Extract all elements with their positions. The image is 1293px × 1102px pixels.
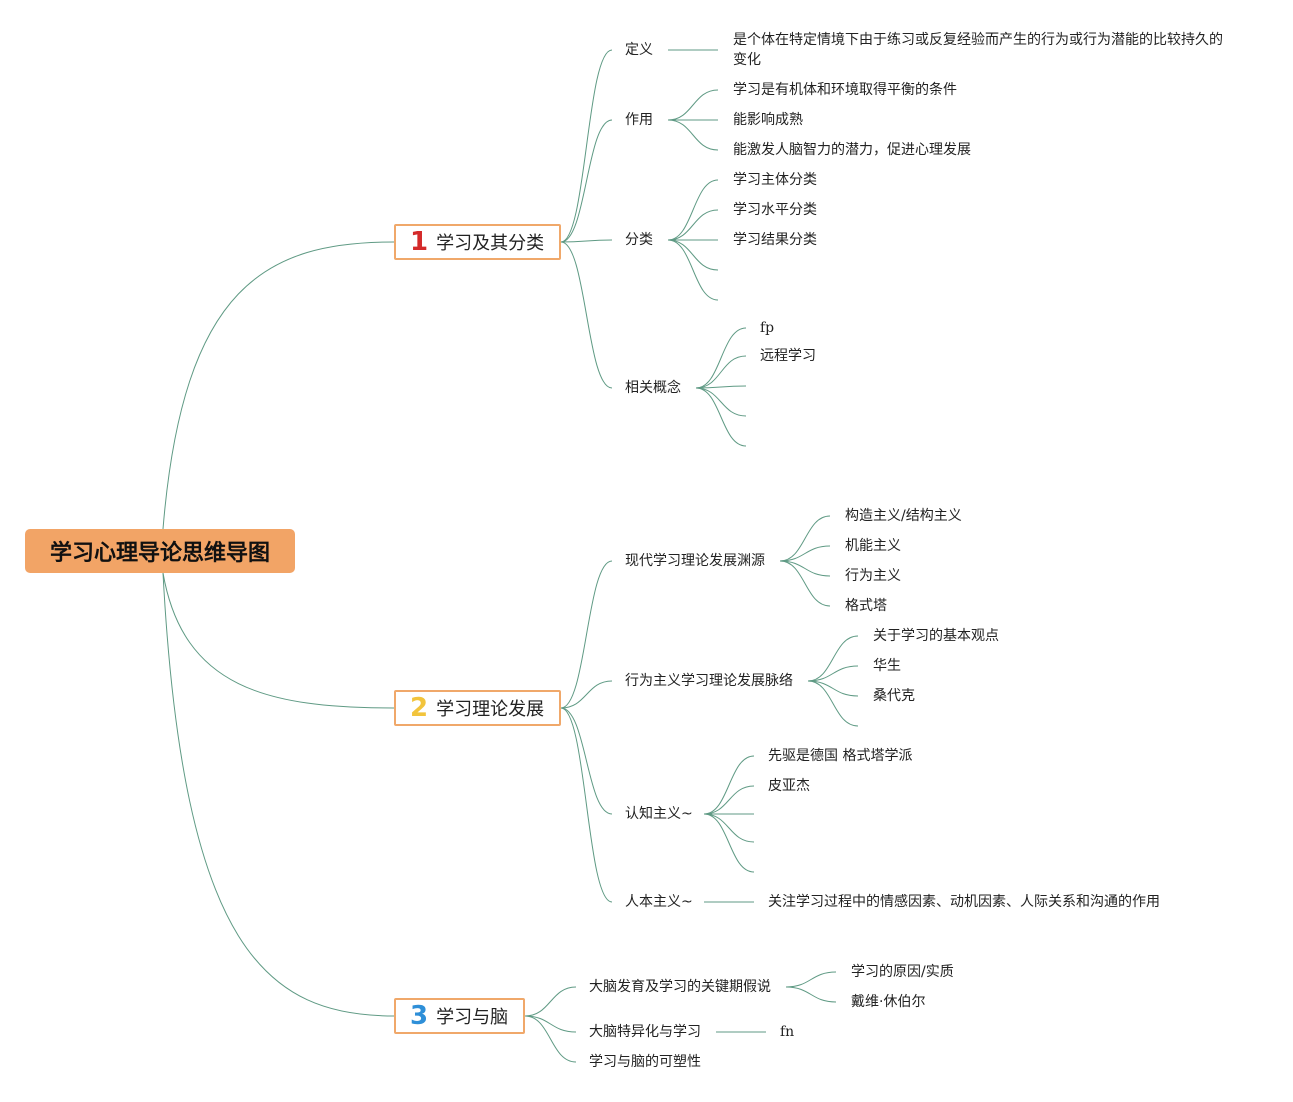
subtopic-critical-period[interactable]: 大脑发育及学习的关键期假说 (589, 979, 771, 995)
edge-origins-leaf0 (779, 515, 831, 562)
edge-related-leaf0 (695, 327, 747, 389)
edge-cog-leaf0 (703, 755, 755, 815)
edge-critical-leaf1 (785, 986, 837, 1003)
edge-related-leaf1 (695, 355, 747, 389)
subtopic-classification[interactable]: 分类 (625, 232, 653, 248)
edge-origins-leaf3 (779, 560, 831, 607)
edge-class-leaf1 (667, 209, 719, 241)
edge-origins-leaf2 (779, 560, 831, 577)
leaf-classification-2[interactable]: 学习水平分类 (733, 202, 817, 218)
edge-topic1-sub1 (560, 119, 613, 243)
leaf-specialization-1[interactable]: fn (780, 1024, 795, 1040)
edge-topic3-sub1 (524, 1015, 577, 1033)
topic-2[interactable]: 2 学习理论发展 (394, 690, 561, 726)
edge-related-leaf3 (695, 387, 747, 417)
topic-2-label: 学习理论发展 (436, 699, 545, 720)
subtopic-definition[interactable]: 定义 (625, 42, 653, 58)
edge-class-leaf3 (667, 239, 719, 271)
root-node[interactable]: 学习心理导论思维导图 (25, 529, 295, 573)
edge-class-leaf4 (667, 239, 719, 301)
edge-topic2-sub3 (560, 707, 613, 903)
topic-1[interactable]: 1 学习及其分类 (394, 224, 561, 260)
leaf-related-2[interactable]: 远程学习 (760, 348, 816, 364)
number-3-icon: 3 (410, 1001, 429, 1031)
edge-related-leaf2 (695, 385, 747, 389)
leaf-humanism-1[interactable]: 关注学习过程中的情感因素、动机因素、人际关系和沟通的作用 (768, 894, 1160, 910)
edge-origins-leaf1 (779, 545, 831, 562)
leaf-critical-2[interactable]: 戴维·休伯尔 (851, 994, 926, 1010)
number-1-icon: 1 (410, 227, 429, 257)
edge-root-topic-1 (162, 241, 395, 530)
edge-root-topic-2 (162, 572, 395, 709)
leaf-function-3[interactable]: 能激发人脑智力的潜力，促进心理发展 (733, 142, 971, 158)
edge-topic2-sub2 (560, 707, 613, 815)
edge-topic3-sub2 (524, 1015, 577, 1063)
subtopic-specialization[interactable]: 大脑特异化与学习 (589, 1024, 701, 1040)
topic-3-label: 学习与脑 (436, 1007, 509, 1028)
edge-cog-leaf3 (703, 813, 755, 843)
edge-critical-leaf0 (785, 971, 837, 988)
topic-3[interactable]: 3 学习与脑 (394, 998, 525, 1034)
subtopic-related-concepts[interactable]: 相关概念 (625, 380, 681, 396)
leaf-cognitivism-2[interactable]: 皮亚杰 (768, 778, 810, 794)
edge-behav-leaf0 (807, 635, 859, 682)
edge-class-leaf0 (667, 179, 719, 241)
leaf-critical-1[interactable]: 学习的原因/实质 (851, 964, 954, 980)
leaf-classification-3[interactable]: 学习结果分类 (733, 232, 817, 248)
leaf-classification-1[interactable]: 学习主体分类 (733, 172, 817, 188)
edge-topic1-sub2 (560, 239, 613, 243)
leaf-origins-2[interactable]: 机能主义 (845, 538, 901, 554)
edge-function-leaf2 (667, 119, 719, 151)
edge-root-topic-3 (162, 572, 395, 1017)
edge-related-leaf4 (695, 387, 747, 447)
subtopic-humanism[interactable]: 人本主义~ (625, 894, 693, 910)
subtopic-cognitivism[interactable]: 认知主义~ (625, 806, 693, 822)
leaf-definition[interactable]: 是个体在特定情境下由于练习或反复经验而产生的行为或行为潜能的比较持久的变化 (733, 32, 1223, 68)
leaf-function-2[interactable]: 能影响成熟 (733, 112, 803, 128)
edge-behav-leaf1 (807, 665, 859, 682)
edge-topic1-sub3 (560, 241, 613, 389)
edge-topic1-sub0 (560, 49, 613, 243)
leaf-related-1[interactable]: fp (760, 320, 775, 336)
topic-1-label: 学习及其分类 (436, 233, 545, 254)
subtopic-behaviorism[interactable]: 行为主义学习理论发展脉络 (625, 673, 793, 689)
edge-topic2-sub1 (560, 680, 613, 709)
leaf-cognitivism-1[interactable]: 先驱是德国 格式塔学派 (768, 748, 913, 764)
leaf-origins-1[interactable]: 构造主义/结构主义 (845, 508, 962, 524)
edge-cog-leaf1 (703, 785, 755, 815)
subtopic-modern-origins[interactable]: 现代学习理论发展渊源 (625, 553, 765, 569)
leaf-behaviorism-2[interactable]: 华生 (873, 658, 901, 674)
edge-behav-leaf2 (807, 680, 859, 697)
leaf-origins-4[interactable]: 格式塔 (845, 598, 887, 614)
edge-behav-leaf3 (807, 680, 859, 727)
leaf-behaviorism-3[interactable]: 桑代克 (873, 688, 915, 704)
number-2-icon: 2 (410, 693, 429, 723)
edge-topic2-sub0 (560, 560, 613, 709)
subtopic-plasticity[interactable]: 学习与脑的可塑性 (589, 1054, 701, 1070)
leaf-behaviorism-1[interactable]: 关于学习的基本观点 (873, 628, 999, 644)
edge-topic3-sub0 (524, 986, 577, 1017)
leaf-origins-3[interactable]: 行为主义 (845, 568, 901, 584)
subtopic-function[interactable]: 作用 (625, 112, 653, 128)
edge-cog-leaf4 (703, 813, 755, 873)
leaf-function-1[interactable]: 学习是有机体和环境取得平衡的条件 (733, 82, 957, 98)
edge-function-leaf0 (667, 89, 719, 121)
